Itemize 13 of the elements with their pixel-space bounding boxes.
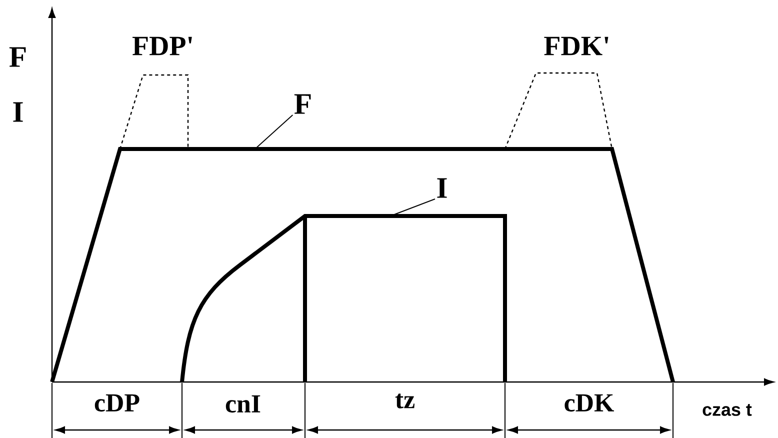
interval-label: cnI xyxy=(226,395,260,413)
curve-label: F xyxy=(294,94,311,114)
axis-label: F xyxy=(9,47,26,67)
interval-label: cDP xyxy=(94,394,140,412)
axis-label: czas t xyxy=(702,404,752,416)
curve-label: I xyxy=(437,178,447,198)
leader-line xyxy=(392,198,436,216)
curve-label: FDP' xyxy=(132,36,192,56)
leader-line xyxy=(254,114,294,150)
curve-label: FDK' xyxy=(544,36,608,56)
interval-label: cDK xyxy=(564,394,614,412)
interval-label: tz xyxy=(395,394,414,408)
axis-label: I xyxy=(13,102,23,122)
